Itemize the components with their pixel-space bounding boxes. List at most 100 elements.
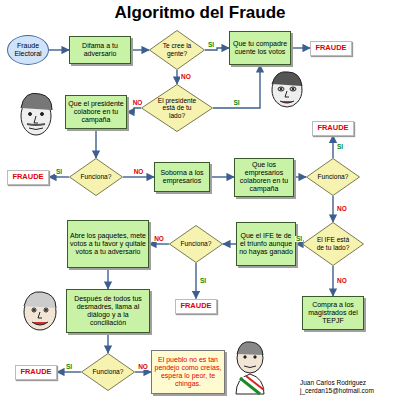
- edge-label: SI: [207, 42, 215, 49]
- flow-arrow: [294, 176, 306, 177]
- flow-arrow: [213, 65, 260, 108]
- node-text: Que los empresarios colaboren en tu camp…: [237, 161, 291, 193]
- flow-arrow: [127, 108, 141, 112]
- flow-arrow: [57, 371, 81, 372]
- caricature-face: [24, 292, 56, 330]
- flow-arrow: [195, 263, 196, 299]
- node-text: FRAUDE: [18, 368, 54, 377]
- node-text: FRAUDE: [178, 302, 214, 311]
- flow-arrow: [149, 243, 169, 244]
- flow-arrow: [205, 48, 229, 50]
- process-box: Difama a tu adversario: [69, 36, 131, 64]
- process-box: Que el presidente colabore en tu campaña: [65, 95, 127, 129]
- decision-diamond: Te cree la gente?: [149, 30, 205, 70]
- text-holder: FRAUDE: [313, 44, 349, 53]
- edge-label: SI: [65, 364, 73, 371]
- text-holder: Funciona?: [180, 240, 213, 248]
- diagram-title: Algoritmo del Fraude: [0, 3, 400, 23]
- node-text: Te cree la gente?: [160, 42, 195, 57]
- process-box: Después de todos tus desmadres, llama al…: [66, 289, 150, 333]
- caricature-face: [272, 72, 302, 107]
- diamond-shape: [307, 159, 360, 196]
- text-holder: Que los empresarios colaboren en tu camp…: [237, 161, 291, 193]
- decision-diamond: El presidente está de tu lado?: [141, 84, 213, 132]
- text-holder: Después de todos tus desmadres, llama al…: [69, 295, 147, 327]
- flow-arrow: [123, 176, 154, 177]
- flow-arrow: [296, 243, 302, 244]
- node-text: Fraude Electoral: [10, 42, 46, 58]
- flow-arrow: [291, 47, 310, 48]
- node-text: El pueblo no es tan pendejo como creías,…: [154, 356, 222, 388]
- fraud-box: FRAUDE: [7, 170, 49, 185]
- text-holder: Soborna a los empresarios: [157, 169, 207, 185]
- node-text: Funciona?: [80, 173, 113, 181]
- text-holder: El presidente está de tu lado?: [155, 97, 200, 120]
- text-holder: FRAUDE: [315, 124, 351, 133]
- text-holder: El IFE está de tu lado?: [314, 236, 352, 251]
- node-text: Compra a los magistrados del TEPJF: [305, 301, 361, 325]
- edge-label: NO: [133, 169, 145, 176]
- caricature-face: [21, 93, 52, 135]
- text-holder: Difama a tu adversario: [72, 42, 128, 58]
- text-holder: Compra a los magistrados del TEPJF: [305, 301, 361, 325]
- node-text: Abre los paquetes, mete votos a tu favor…: [70, 232, 146, 256]
- node-text: Que el presidente colabore en tu campaña: [68, 100, 124, 124]
- author-note: Juan Carlos Rodriguez: [300, 379, 366, 386]
- diamond-shape: [142, 85, 213, 132]
- node-text: FRAUDE: [313, 44, 349, 53]
- start-oval: Fraude Electoral: [7, 35, 49, 65]
- flow-arrow: [49, 49, 69, 50]
- process-box: Compra a los magistrados del TEPJF: [302, 296, 364, 330]
- node-text: El IFE está de tu lado?: [314, 236, 352, 251]
- fraud-box: FRAUDE: [312, 121, 354, 136]
- flow-arrow: [107, 268, 108, 289]
- node-text: FRAUDE: [10, 173, 46, 182]
- diamond-shape: [150, 31, 205, 70]
- decision-diamond: Funciona?: [81, 353, 135, 391]
- node-text: Funciona?: [180, 240, 213, 248]
- decision-diamond: Funciona?: [306, 158, 360, 196]
- text-holder: Que el IFE te de el triunfo aunque no ha…: [239, 232, 293, 256]
- process-box: Que el IFE te de el triunfo aunque no ha…: [236, 222, 296, 266]
- edge-label: NO: [137, 364, 149, 371]
- diamond-shape: [70, 159, 123, 196]
- node-text: Que el IFE te de el triunfo aunque no ha…: [239, 232, 293, 256]
- decision-diamond: Funciona?: [69, 158, 123, 196]
- flow-arrow: [176, 70, 177, 84]
- flow-arrow: [332, 266, 333, 296]
- flow-arrow: [332, 196, 333, 222]
- fraud-box: FRAUDE: [175, 299, 217, 314]
- diamond-shape: [303, 223, 364, 266]
- edge-label: SI: [295, 236, 303, 243]
- process-box: Que los empresarios colaboren en tu camp…: [234, 158, 294, 197]
- edge-label: SI: [232, 100, 240, 107]
- node-text: El presidente está de tu lado?: [155, 97, 200, 120]
- process-box: Abre los paquetes, mete votos a tu favor…: [67, 220, 149, 268]
- text-holder: Te cree la gente?: [160, 42, 195, 57]
- decision-diamond: El IFE está de tu lado?: [302, 222, 364, 266]
- text-holder: Que tu compadre cuente los votos: [232, 40, 288, 56]
- node-text: FRAUDE: [315, 124, 351, 133]
- node-text: Difama a tu adversario: [72, 42, 128, 58]
- edge-label: NO: [336, 206, 348, 213]
- flow-arrow: [210, 176, 234, 177]
- text-holder: El pueblo no es tan pendejo como creías,…: [154, 356, 222, 388]
- text-holder: FRAUDE: [178, 302, 214, 311]
- fraud-box: FRAUDE: [15, 365, 57, 380]
- process-box: Que tu compadre cuente los votos: [229, 31, 291, 65]
- flow-arrow: [95, 129, 96, 158]
- text-holder: Funciona?: [80, 173, 113, 181]
- edge-label: SI: [336, 144, 344, 151]
- flow-arrow: [107, 333, 108, 353]
- edge-label: SI: [199, 278, 207, 285]
- text-holder: Abre los paquetes, mete votos a tu favor…: [70, 232, 146, 256]
- flow-arrow: [49, 176, 69, 177]
- flow-arrow: [131, 49, 149, 50]
- text-holder: FRAUDE: [10, 173, 46, 182]
- edge-label: NO: [336, 278, 348, 285]
- edge-label: SI: [55, 169, 63, 176]
- text-holder: Funciona?: [92, 368, 125, 376]
